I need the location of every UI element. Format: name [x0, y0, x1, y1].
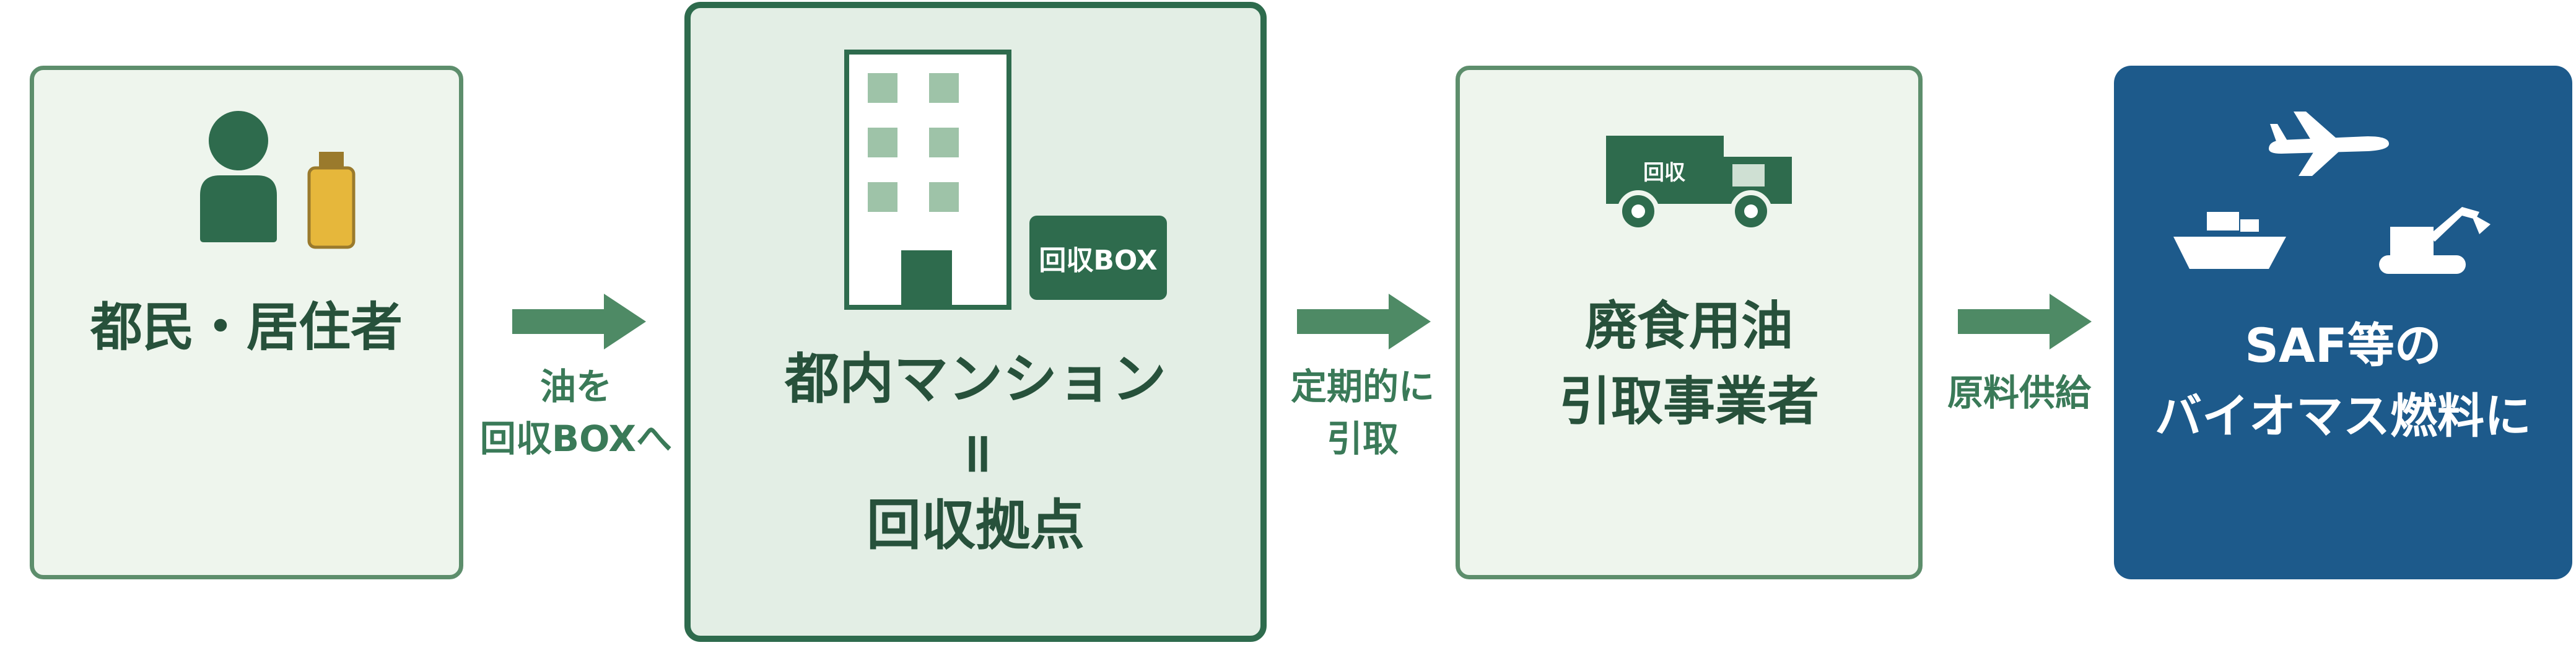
collector-label: 廃食用油 引取事業者 [1460, 288, 1918, 439]
arrow1-caption: 油を 回収BOXへ [471, 361, 681, 465]
citizen-box: 都民・居住者 [30, 66, 463, 579]
arrow1-caption-line2: 回収BOXへ [479, 418, 673, 460]
building-icon [844, 50, 1011, 310]
arrow2-caption: 定期的に 引取 [1264, 361, 1462, 465]
truck-icon [1606, 136, 1792, 232]
arrow3-caption-line1: 原料供給 [1947, 372, 2091, 414]
citizen-label: 都民・居住者 [90, 297, 403, 358]
arrow-right-icon [512, 294, 646, 349]
biomass-fuel-line2: バイオマス燃料に [2155, 388, 2531, 444]
collection-point-label: 都内マンション ॥ 回収拠点 [691, 343, 1260, 562]
arrow-right-icon [1297, 294, 1431, 349]
person-icon [200, 111, 277, 242]
collection-point-line3: 回収拠点 [866, 493, 1085, 557]
biomass-fuel-line1: SAF等の [2245, 318, 2442, 373]
excavator-icon [2379, 207, 2491, 274]
collection-point-box: 回収BOX 都内マンション ॥ 回収拠点 [684, 2, 1267, 642]
arrow1-caption-line1: 油を [539, 366, 612, 408]
collection-box-badge: 回収BOX [1029, 216, 1167, 300]
airplane-icon [2269, 112, 2389, 176]
arrow3-caption: 原料供給 [1926, 367, 2112, 419]
truck-label: 回収 [1643, 160, 1685, 185]
collector-box: 回収 廃食用油 引取事業者 [1456, 66, 1923, 579]
collection-box-badge-label: 回収BOX [1039, 245, 1158, 276]
oil-bottle-icon [307, 152, 356, 249]
arrow-right-icon [1958, 294, 2092, 349]
collector-line1: 廃食用油 [1584, 296, 1793, 356]
biomass-fuel-box: SAF等の バイオマス燃料に [2114, 66, 2572, 579]
arrow2-caption-line1: 定期的に [1290, 366, 1434, 408]
arrow2-caption-line2: 引取 [1326, 418, 1399, 460]
collection-point-line1: 都内マンション [784, 347, 1166, 411]
biomass-fuel-label: SAF等の バイオマス燃料に [2114, 310, 2572, 452]
collector-line2: 引取事業者 [1558, 371, 1819, 432]
ship-icon [2173, 212, 2286, 269]
collection-point-equals: ॥ [959, 420, 992, 484]
